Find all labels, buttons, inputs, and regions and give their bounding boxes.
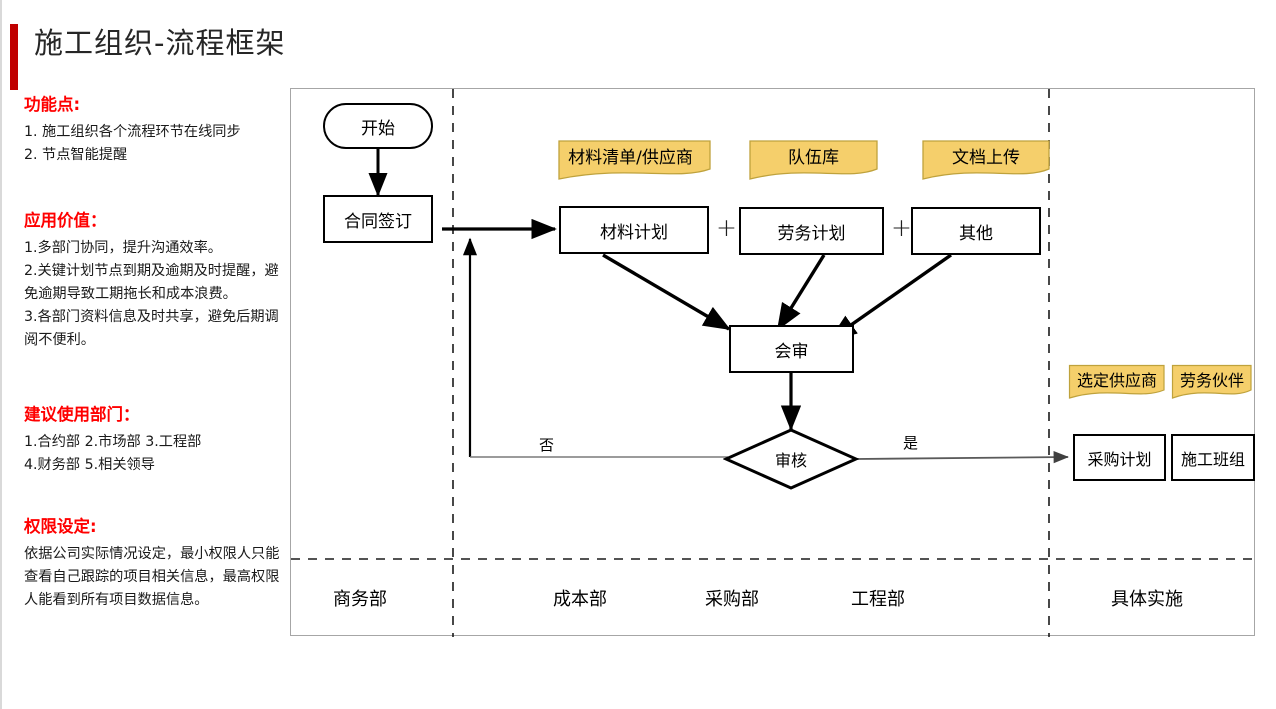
sticky-labor-partner-label: 劳务伙伴 — [1179, 371, 1244, 390]
section-features-line-2: 2. 节点智能提醒 — [24, 147, 128, 164]
section-permissions-heading: 权限设定: — [24, 517, 97, 536]
section-features-line-1: 1. 施工组织各个流程环节在线同步 — [24, 124, 241, 141]
sticky-selected-supplier-label: 选定供应商 — [1076, 371, 1157, 390]
node-contract-label: 合同签订 — [344, 211, 412, 232]
node-construction-team[interactable]: 施工班组 — [1171, 434, 1255, 481]
section-departments-line-1: 1.合约部 2.市场部 3.工程部 — [24, 434, 202, 451]
sticky-doc-upload-label: 文档上传 — [952, 148, 1020, 168]
node-start[interactable]: 开始 — [323, 103, 433, 149]
lane-label-cost: 成本部 — [553, 589, 607, 610]
flowchart-connectors — [291, 89, 1256, 637]
section-permissions: 权限设定: 依据公司实际情况设定，最小权限人只能查看自己跟踪的项目相关信息，最高… — [24, 517, 292, 612]
title-accent-bar — [10, 24, 18, 90]
section-departments-line-2: 4.财务部 5.相关领导 — [24, 457, 155, 474]
page-title: 施工组织-流程框架 — [34, 26, 286, 60]
section-departments-heading: 建议使用部门： — [24, 405, 140, 424]
sticky-team-library[interactable]: 队伍库 — [748, 139, 879, 183]
node-labor-plan-label: 劳务计划 — [777, 223, 846, 244]
lane-label-implementation: 具体实施 — [1111, 589, 1183, 610]
sticky-material-list-label: 材料清单/供应商 — [568, 148, 693, 168]
node-approval-label: 审核 — [774, 451, 807, 470]
sticky-doc-upload[interactable]: 文档上传 — [921, 139, 1051, 183]
section-permissions-line-1: 依据公司实际情况设定，最小权限人只能查看自己跟踪的项目相关信息，最高权限人能看到… — [24, 546, 280, 609]
node-purchase-plan[interactable]: 采购计划 — [1073, 434, 1166, 481]
section-features-heading: 功能点: — [24, 95, 81, 114]
node-construction-team-label: 施工班组 — [1180, 449, 1245, 469]
node-labor-plan[interactable]: 劳务计划 — [739, 207, 884, 255]
node-other[interactable]: 其他 — [911, 207, 1041, 255]
edge-material-to-review — [602, 253, 731, 331]
sticky-shape — [1068, 364, 1165, 399]
node-joint-review[interactable]: 会审 — [729, 325, 854, 373]
edge-label-no: 否 — [539, 436, 555, 454]
section-departments: 建议使用部门： 1.合约部 2.市场部 3.工程部 4.财务部 5.相关领导 — [24, 405, 292, 477]
section-value-heading: 应用价值： — [24, 211, 107, 230]
section-features: 功能点: 1. 施工组织各个流程环节在线同步 2. 节点智能提醒 — [24, 95, 292, 167]
lane-label-business: 商务部 — [333, 589, 387, 610]
sticky-labor-partner[interactable]: 劳务伙伴 — [1171, 364, 1253, 402]
lane-label-engineering: 工程部 — [851, 589, 905, 610]
lane-label-purchasing: 采购部 — [705, 589, 759, 610]
node-contract[interactable]: 合同签订 — [323, 195, 433, 243]
sticky-selected-supplier[interactable]: 选定供应商 — [1068, 364, 1166, 402]
sticky-shape — [749, 140, 878, 180]
node-material-plan-label: 材料计划 — [600, 222, 668, 243]
flowchart-frame: 材料清单/供应商 队伍库 文档上传 选定供应商 — [290, 88, 1256, 637]
sticky-shape — [558, 140, 711, 180]
node-joint-review-label: 会审 — [774, 341, 809, 362]
edge-labor-to-review — [776, 254, 826, 331]
node-approval[interactable]: 审核 — [723, 427, 859, 491]
section-value-line-2: 2.关键计划节点到期及逾期及时提醒，避免逾期导致工期拖长和成本浪费。 — [24, 263, 279, 303]
diamond-shape — [723, 428, 859, 490]
plus-operator-1: + — [716, 213, 737, 242]
edge-label-yes: 是 — [903, 434, 919, 452]
node-start-label: 开始 — [361, 118, 395, 139]
sticky-material-list[interactable]: 材料清单/供应商 — [557, 139, 712, 183]
edge-yes-to-purchase — [855, 451, 1069, 464]
plus-operator-2: + — [891, 213, 912, 242]
node-purchase-plan-label: 采购计划 — [1087, 449, 1152, 469]
flowchart-canvas: 材料清单/供应商 队伍库 文档上传 选定供应商 — [291, 89, 1256, 637]
section-value: 应用价值： 1.多部门协同，提升沟通效率。 2.关键计划节点到期及逾期及时提醒，… — [24, 211, 292, 352]
node-other-label: 其他 — [959, 223, 993, 244]
node-material-plan[interactable]: 材料计划 — [559, 206, 709, 254]
section-value-line-3: 3.各部门资料信息及时共享，避免后期调阅不便利。 — [24, 309, 279, 349]
sticky-shape — [922, 140, 1050, 180]
sticky-shape — [1171, 364, 1252, 399]
section-value-line-1: 1.多部门协同，提升沟通效率。 — [24, 240, 222, 257]
sticky-team-library-label: 队伍库 — [788, 148, 839, 168]
